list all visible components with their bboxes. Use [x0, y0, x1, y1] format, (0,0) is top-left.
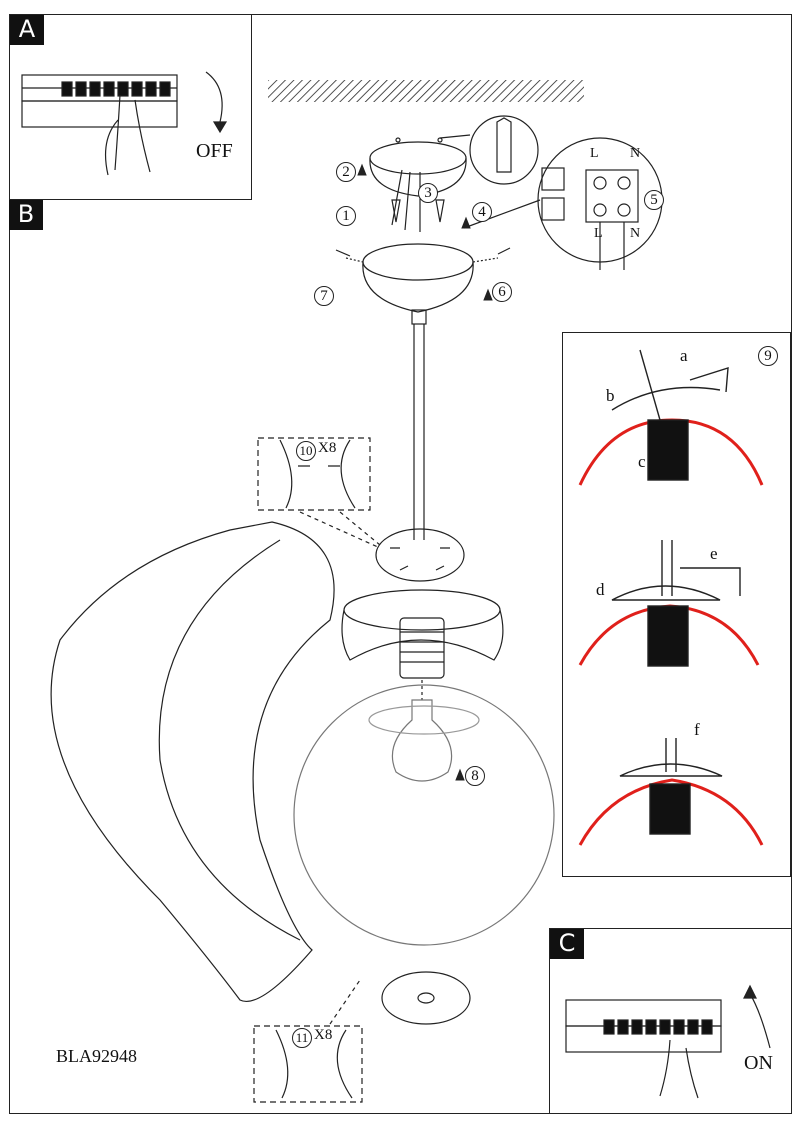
- section-a-tag: A: [10, 15, 44, 45]
- detail-letter-f: f: [694, 720, 700, 739]
- panel-9: [562, 332, 791, 877]
- step-6-marker: 6: [492, 282, 512, 302]
- step-11-multiplier: X8: [314, 1027, 333, 1043]
- detail-letter-a: a: [680, 346, 688, 365]
- detail-letter-e: e: [710, 544, 718, 563]
- detail-letter-d: d: [596, 580, 605, 599]
- step-3-marker: 3: [418, 183, 438, 203]
- step-2-marker: 2: [336, 162, 356, 182]
- on-label: ON: [744, 1052, 773, 1074]
- step-9-marker: 9: [758, 346, 778, 366]
- off-label: OFF: [196, 140, 233, 162]
- step-1-marker: 1: [336, 206, 356, 226]
- step-8-marker: 8: [465, 766, 485, 786]
- terminal-label-l-top: L: [590, 146, 599, 161]
- page-frame: [9, 14, 792, 1114]
- step-4-marker: 4: [472, 202, 492, 222]
- panel-c: C: [549, 928, 792, 1114]
- step-10-marker: 10: [296, 441, 316, 461]
- detail-letter-c: c: [638, 452, 646, 471]
- terminal-label-n-bottom: N: [630, 226, 641, 241]
- section-c-tag: C: [550, 929, 584, 959]
- model-code: BLA92948: [56, 1046, 137, 1066]
- section-b-tag: B: [9, 200, 43, 230]
- step-7-marker: 7: [314, 286, 334, 306]
- step-11-marker: 11: [292, 1028, 312, 1048]
- terminal-label-l-bottom: L: [594, 226, 603, 241]
- detail-letter-b: b: [606, 386, 615, 405]
- step-10-multiplier: X8: [318, 440, 337, 456]
- terminal-label-n-top: N: [630, 146, 641, 161]
- step-5-marker: 5: [644, 190, 664, 210]
- panel-a: A: [9, 14, 252, 200]
